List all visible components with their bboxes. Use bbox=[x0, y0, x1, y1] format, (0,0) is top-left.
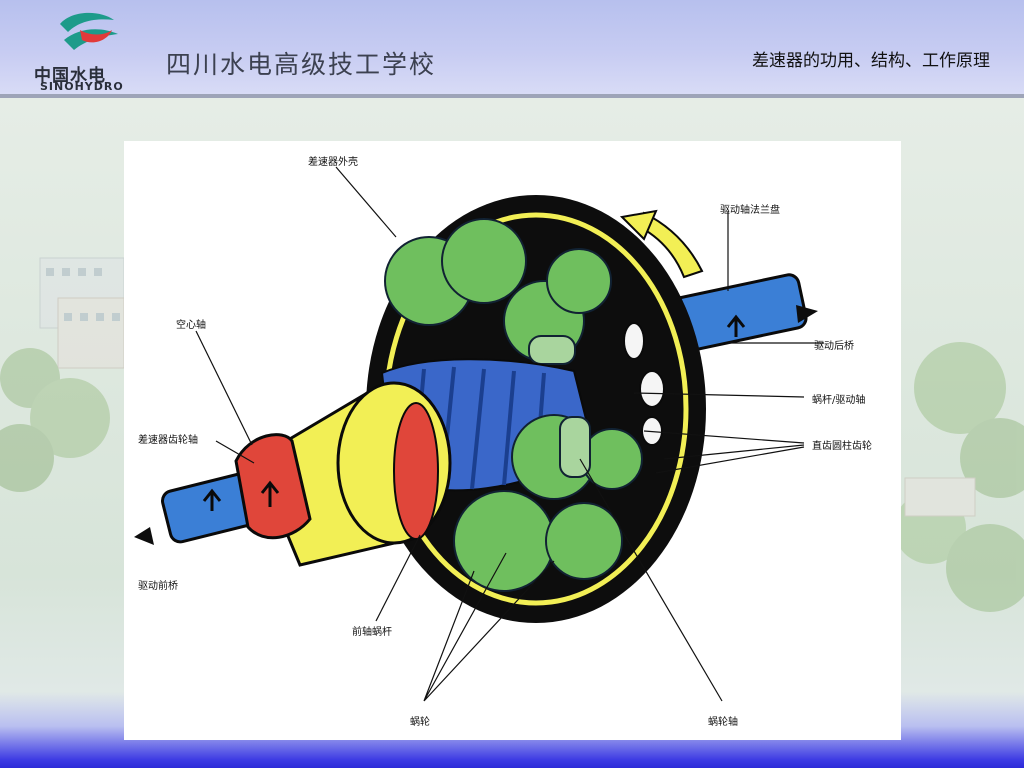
differential-cutaway-diagram bbox=[134, 166, 824, 702]
label-flange: 驱动轴法兰盘 bbox=[720, 205, 780, 216]
red-end-cap bbox=[234, 433, 312, 540]
header-divider bbox=[0, 94, 1024, 98]
upper-gear-cluster bbox=[384, 218, 612, 365]
lower-gear-cluster bbox=[453, 414, 643, 592]
leader-lines bbox=[195, 166, 824, 702]
header-bar bbox=[0, 0, 1024, 96]
logo-text-cn: 中国水电 bbox=[34, 66, 106, 86]
label-spur-gears: 直齿圆柱齿轮 bbox=[812, 441, 872, 452]
slide-title: 差速器的功用、结构、工作原理 bbox=[752, 51, 990, 71]
label-rear-axle: 驱动后桥 bbox=[814, 341, 854, 352]
label-worm-drive-shaft: 蜗杆/驱动轴 bbox=[812, 395, 866, 406]
label-hollow-shaft: 空心轴 bbox=[176, 320, 206, 331]
sinohydro-logo-icon bbox=[60, 12, 118, 50]
label-gear-shaft: 差速器齿轮轴 bbox=[138, 435, 198, 446]
background-scenery bbox=[0, 257, 1024, 612]
label-housing: 差速器外壳 bbox=[308, 157, 358, 168]
diagram-panel: 差速器外壳 驱动轴法兰盘 空心轴 驱动后桥 蜗杆/驱动轴 差速器齿轮轴 直齿圆柱… bbox=[124, 141, 901, 740]
arrow-left-icon bbox=[134, 527, 154, 545]
label-front-axle: 驱动前桥 bbox=[138, 581, 178, 592]
logo-text-en: SINOHYDRO bbox=[40, 80, 124, 93]
label-front-worm: 前轴蜗杆 bbox=[352, 627, 392, 638]
label-worm-gear-shaft: 蜗轮轴 bbox=[708, 717, 738, 728]
arrow-right-icon bbox=[796, 305, 818, 323]
label-worm-gear: 蜗轮 bbox=[410, 717, 430, 728]
school-name: 四川水电高级技工学校 bbox=[166, 50, 437, 79]
rotation-arrow-icon bbox=[638, 211, 704, 279]
